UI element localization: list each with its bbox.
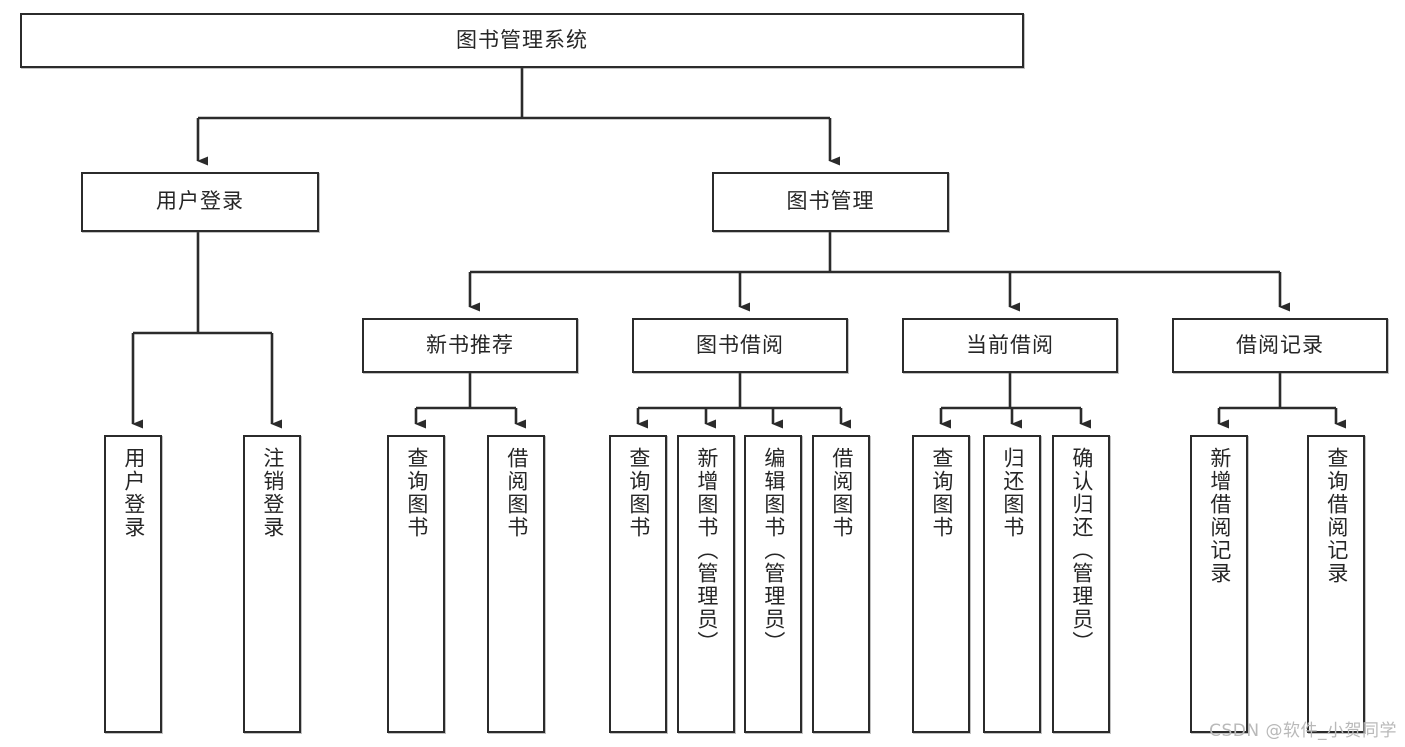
node-query-book-3[interactable]: 查询图书: [912, 435, 970, 733]
node-current-borrow[interactable]: 当前借阅: [902, 318, 1118, 373]
node-book-management-label: 图书管理: [786, 189, 875, 214]
node-add-borrow-record[interactable]: 新增借阅记录: [1190, 435, 1248, 733]
node-query-book-2[interactable]: 查询图书: [609, 435, 667, 733]
node-current-borrow-label: 当前借阅: [966, 332, 1054, 357]
node-borrow-book-2[interactable]: 借阅图书: [812, 435, 870, 733]
node-return-book-label: 归还图书: [1000, 447, 1025, 539]
node-query-borrow-record[interactable]: 查询借阅记录: [1307, 435, 1365, 733]
node-return-book[interactable]: 归还图书: [983, 435, 1041, 733]
node-query-book-3-label: 查询图书: [929, 447, 954, 539]
node-borrow-book-1-label: 借阅图书: [504, 447, 529, 539]
node-query-book-1[interactable]: 查询图书: [387, 435, 445, 733]
node-add-book-admin[interactable]: 新增图书（管理员）: [677, 435, 735, 733]
node-edit-book-admin-label: 编辑图书（管理员）: [761, 447, 786, 654]
node-book-borrow-label: 图书借阅: [696, 332, 784, 357]
node-user-logout-leaf[interactable]: 注销登录: [243, 435, 301, 733]
node-query-borrow-record-label: 查询借阅记录: [1324, 447, 1349, 585]
node-edit-book-admin[interactable]: 编辑图书（管理员）: [744, 435, 802, 733]
connector-group: [131, 68, 1346, 429]
node-user-login-leaf-label: 用户登录: [121, 447, 146, 539]
node-add-borrow-record-label: 新增借阅记录: [1207, 447, 1232, 585]
node-user-login-label: 用户登录: [156, 189, 244, 214]
node-borrow-book-1[interactable]: 借阅图书: [487, 435, 545, 733]
node-add-book-admin-label: 新增图书（管理员）: [694, 447, 719, 654]
node-root-label: 图书管理系统: [456, 27, 588, 52]
node-new-book-recommend-label: 新书推荐: [426, 332, 514, 357]
node-new-book-recommend[interactable]: 新书推荐: [362, 318, 578, 373]
node-borrow-book-2-label: 借阅图书: [829, 447, 854, 539]
node-query-book-1-label: 查询图书: [404, 447, 429, 539]
node-book-management[interactable]: 图书管理: [712, 172, 949, 232]
node-confirm-return-admin[interactable]: 确认归还（管理员）: [1052, 435, 1110, 733]
node-borrow-records[interactable]: 借阅记录: [1172, 318, 1388, 373]
node-query-book-2-label: 查询图书: [626, 447, 651, 539]
node-user-logout-leaf-label: 注销登录: [260, 447, 285, 539]
node-borrow-records-label: 借阅记录: [1236, 332, 1324, 357]
node-root[interactable]: 图书管理系统: [20, 13, 1024, 68]
node-book-borrow[interactable]: 图书借阅: [632, 318, 848, 373]
node-user-login-leaf[interactable]: 用户登录: [104, 435, 162, 733]
node-confirm-return-admin-label: 确认归还（管理员）: [1069, 447, 1094, 654]
node-user-login[interactable]: 用户登录: [81, 172, 319, 232]
